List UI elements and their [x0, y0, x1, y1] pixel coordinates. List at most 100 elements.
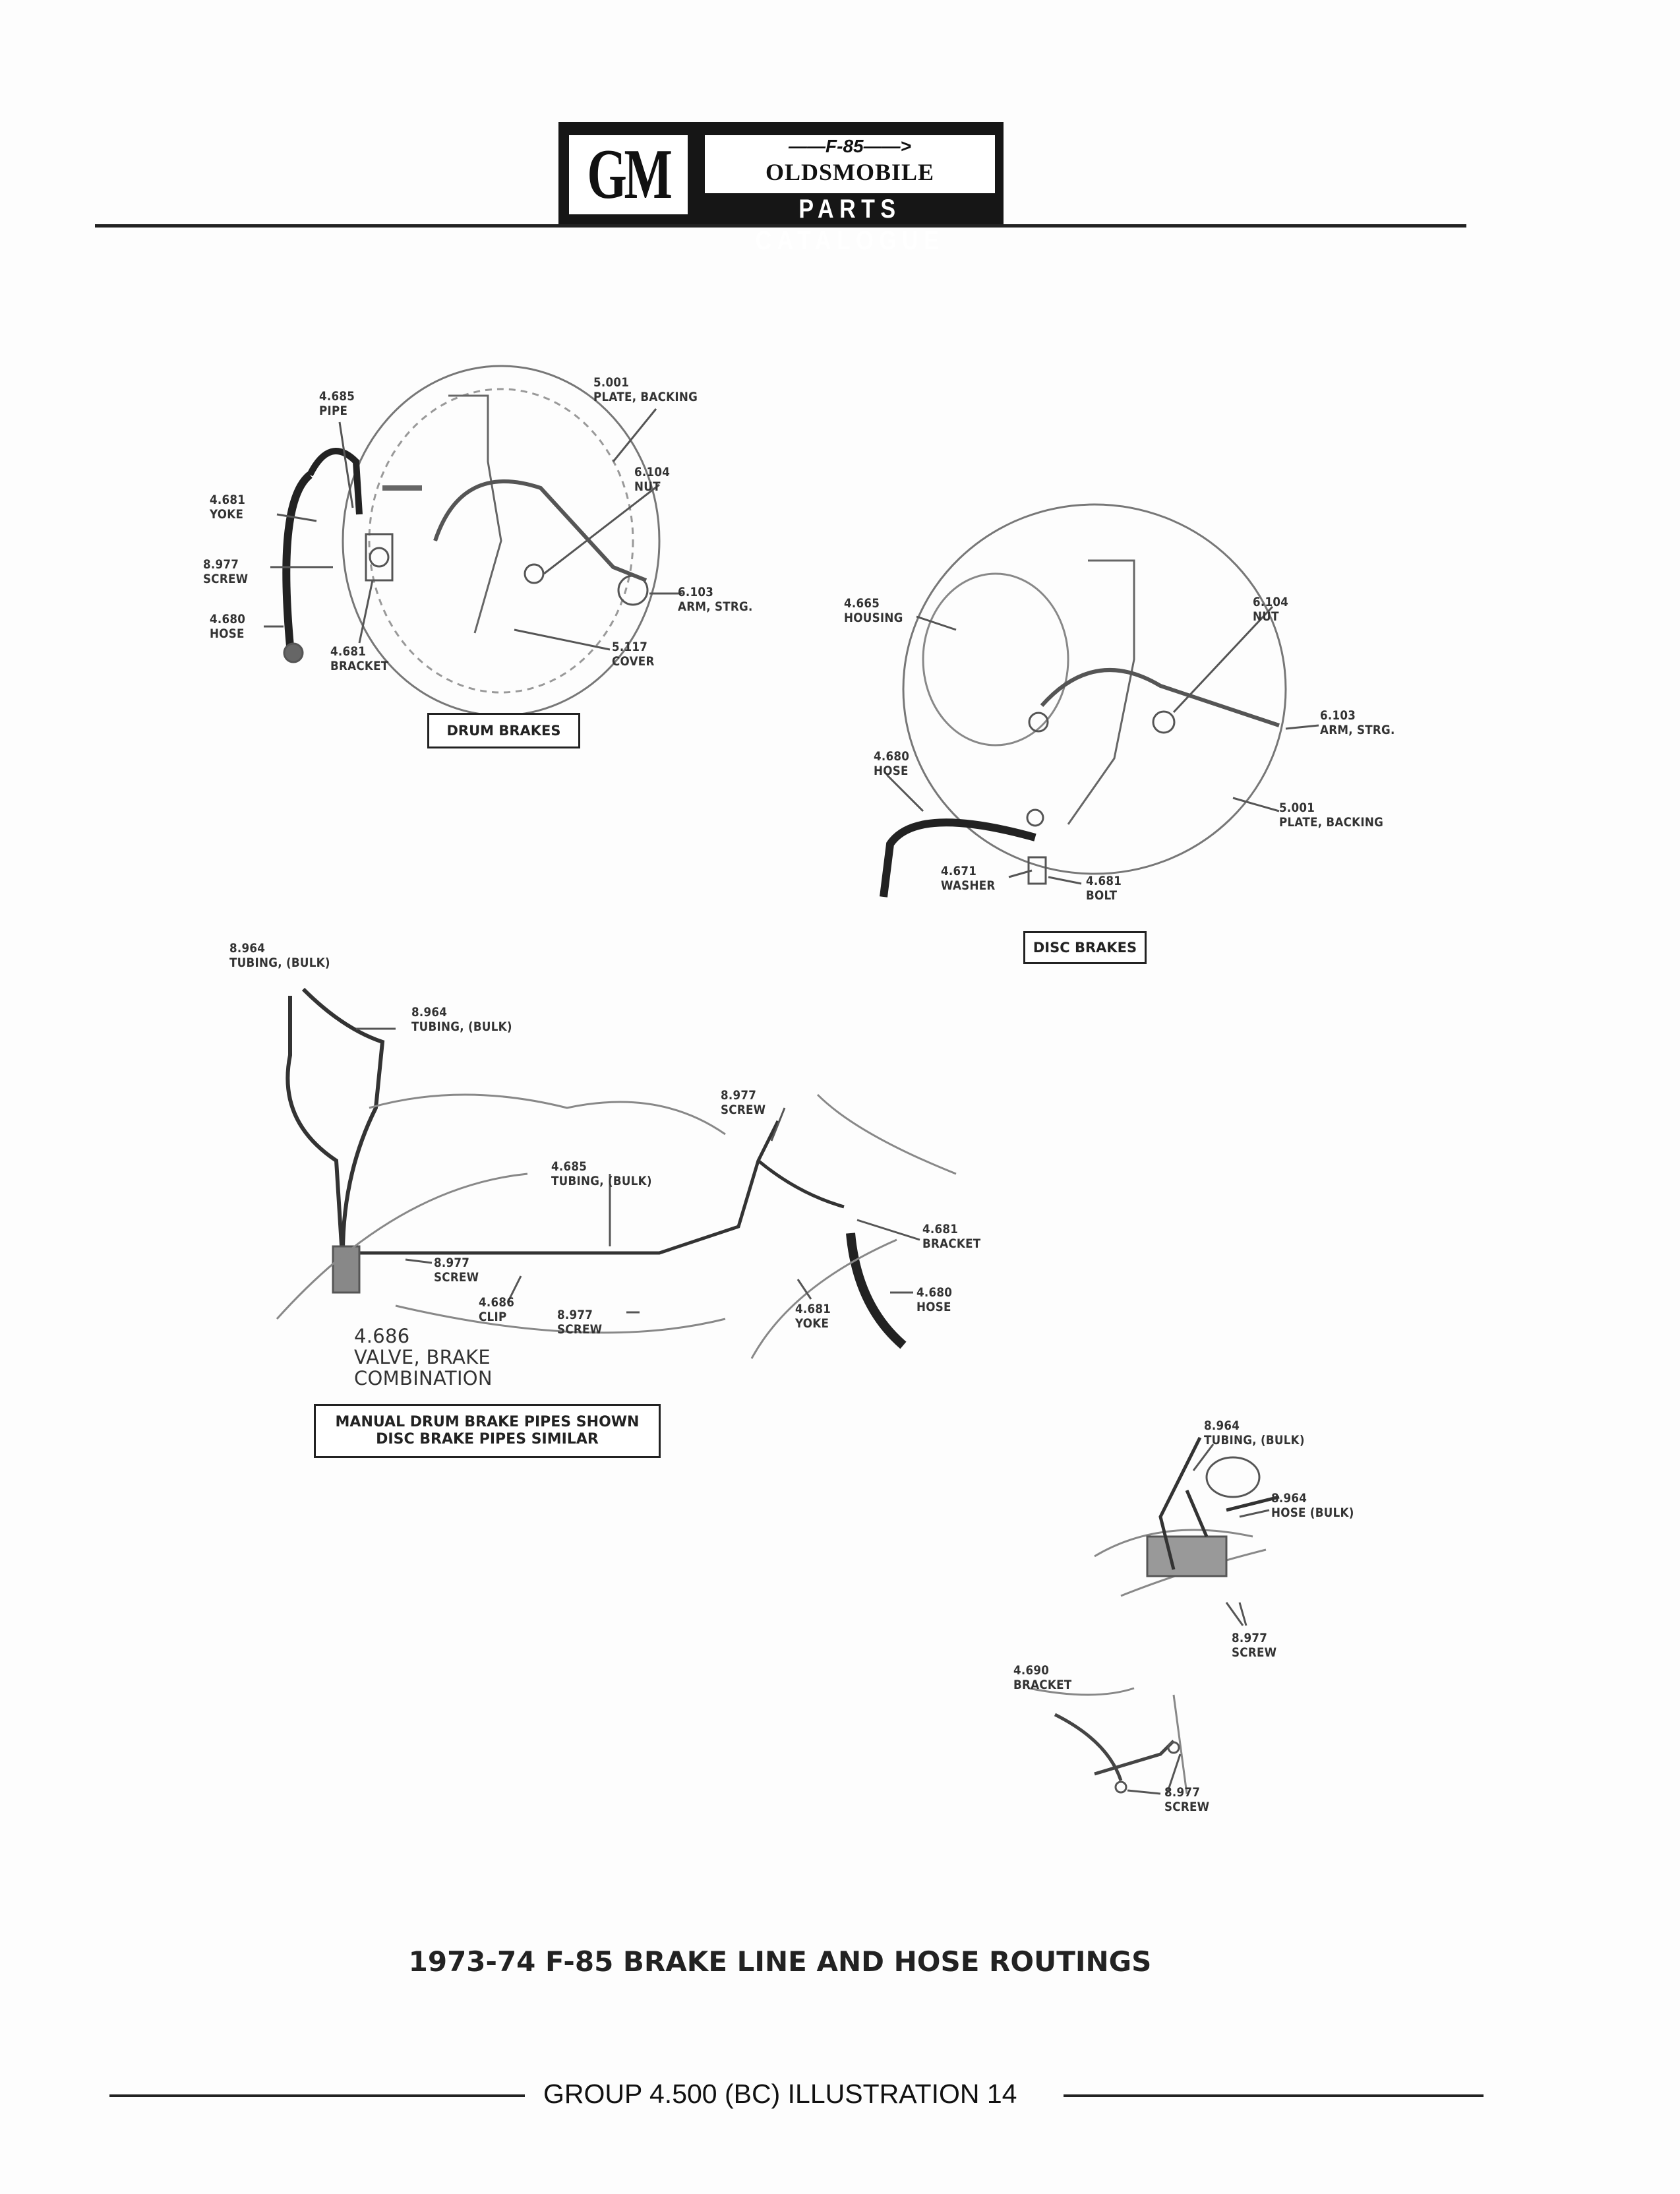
logo-subtitle: PARTS CATALOGUE [755, 195, 945, 255]
callout-text: YOKE [795, 1316, 829, 1331]
callout-text: 4.685 [319, 389, 355, 404]
callout-text: 8.977 [434, 1256, 470, 1270]
logo-model: ——F-85——> [789, 136, 911, 156]
callout-text: BOLT [1086, 888, 1118, 903]
callout-text: HOSE [916, 1300, 951, 1314]
callout-text: 4.680 [210, 612, 246, 626]
drum-brake-drawing [264, 365, 682, 717]
callout-text: BRACKET [330, 659, 389, 673]
gm-parts-catalogue-logo: GM ——F-85——> OLDSMOBILE PARTS CATALOGUE [558, 122, 1004, 255]
logo-brand-panel: ——F-85——> OLDSMOBILE [705, 135, 995, 193]
logo-brand: OLDSMOBILE [765, 159, 935, 185]
callout-text: BRACKET [922, 1236, 981, 1251]
callout-text: 6.103 [1320, 708, 1356, 723]
callout-text: 4.671 [941, 864, 977, 878]
callout-text: VALVE, BRAKE [354, 1346, 491, 1368]
callout-text: BRACKET [1013, 1678, 1072, 1692]
caption-line: MANUAL DRUM BRAKE PIPES SHOWN [335, 1414, 640, 1430]
callout-text: 8.977 [557, 1308, 593, 1322]
callout-text: NUT [634, 479, 661, 494]
callout-text: 8.964 [1271, 1491, 1307, 1506]
callout-text: HOUSING [844, 611, 903, 625]
callout-text: SCREW [1164, 1800, 1210, 1814]
callout-text: COVER [612, 654, 655, 669]
callout-text: 5.117 [612, 640, 648, 654]
callout-text: 4.681 [330, 644, 367, 659]
callout-text: 8.977 [1164, 1785, 1201, 1800]
brake-pipes-caption: MANUAL DRUM BRAKE PIPES SHOWN DISC BRAKE… [314, 1404, 661, 1458]
callout-text: ARM, STRG. [1320, 723, 1395, 737]
callout-text: 8.977 [1232, 1631, 1268, 1645]
callout-text: 6.103 [678, 585, 714, 599]
callout-text: HOSE [210, 626, 245, 641]
caption-line: DISC BRAKE PIPES SIMILAR [376, 1431, 599, 1447]
callout-text: TUBING, (BULK) [411, 1020, 512, 1034]
callout-text: 8.964 [1204, 1418, 1240, 1433]
callout-text: PLATE, BACKING [1279, 815, 1384, 830]
callout-text: TUBING, (BULK) [229, 956, 330, 970]
footer-rule-right [1064, 2094, 1484, 2097]
header-rule [95, 224, 1466, 228]
callout-text: 8.964 [229, 941, 266, 956]
callout-text: SCREW [1232, 1645, 1277, 1660]
callout-text: 4.681 [1086, 874, 1122, 888]
callout-text: 4.680 [916, 1285, 953, 1300]
master-cylinder-drawing [1094, 1436, 1280, 1626]
callout-text: HOSE [874, 764, 909, 778]
gm-logo: GM [569, 135, 688, 214]
callout-text: 6.104 [634, 465, 671, 479]
callout-text: TUBING, (BULK) [1204, 1433, 1305, 1447]
logo-model-text: F-85 [825, 136, 864, 156]
callout-text: ARM, STRG. [678, 599, 753, 614]
callout-text: 8.977 [203, 557, 239, 572]
callout-text: WASHER [941, 878, 996, 893]
callout-text: SCREW [203, 572, 249, 586]
callout-text: 8.977 [721, 1088, 757, 1103]
footer-group-illustration: GROUP 4.500 (BC) ILLUSTRATION 14 [543, 2079, 1017, 2109]
callout-text: NUT [1253, 609, 1279, 624]
callout-text: 6.104 [1253, 595, 1289, 609]
callout-text: SCREW [721, 1103, 766, 1117]
callout-text: 4.686 [479, 1295, 515, 1310]
drum-brakes-caption-text: DRUM BRAKES [446, 723, 561, 739]
callout-text: 4.690 [1013, 1663, 1050, 1678]
callout-text: 4.680 [874, 749, 910, 764]
disc-brakes-caption-text: DISC BRAKES [1033, 940, 1137, 956]
callout-text: HOSE (BULK) [1271, 1506, 1354, 1520]
callout-text: 8.964 [411, 1005, 448, 1020]
callout-text: 4.685 [551, 1159, 587, 1174]
brake-pipe-routing-drawing [276, 987, 957, 1359]
callout-text: 4.681 [922, 1222, 959, 1236]
